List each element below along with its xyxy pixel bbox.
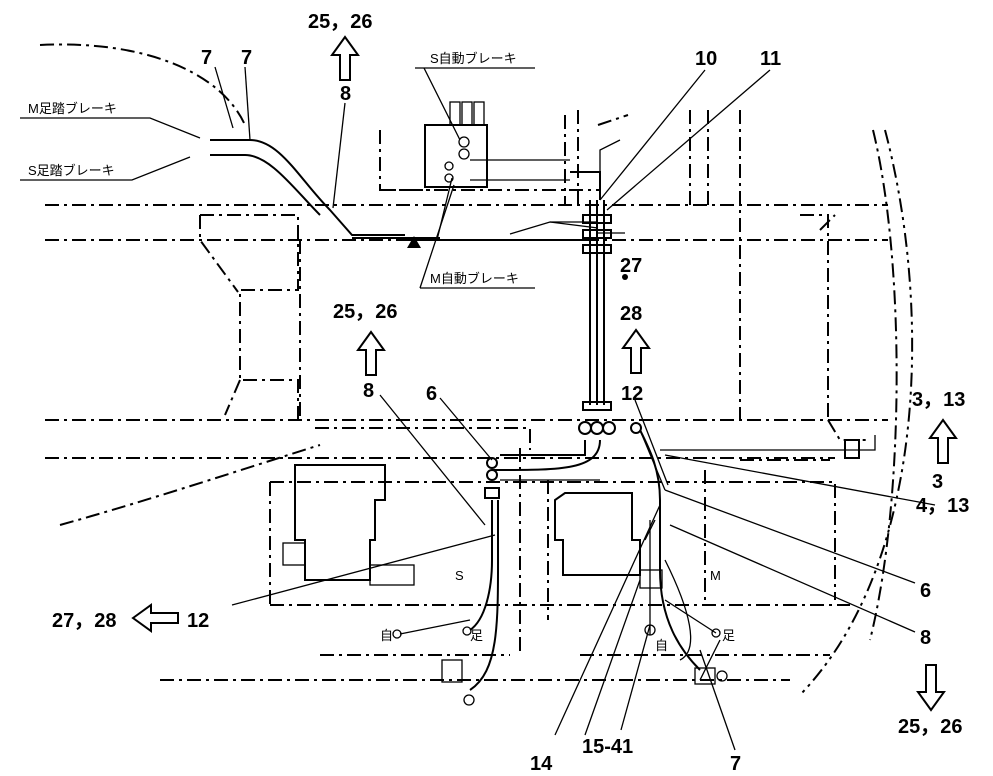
callout-bottom-15-41: 15‐41: [582, 736, 633, 758]
callout-left-7b: 7: [241, 47, 252, 69]
reference-dot: [622, 274, 628, 280]
callout-top-25-26: 25，26: [308, 11, 373, 33]
frame-outlines: [39, 43, 914, 696]
callout-right-3: 3: [932, 471, 943, 493]
label-unit-m: M: [710, 568, 721, 583]
callout-bottom-left-12: 12: [187, 610, 209, 632]
callout-bottom-14: 14: [530, 753, 553, 775]
m-brake-unit: [554, 492, 641, 576]
arrow-up-mid-left: [356, 330, 386, 376]
callout-bottom-25-26: 25，26: [898, 716, 963, 738]
callout-left-6: 6: [426, 383, 437, 405]
callout-left-8: 8: [363, 380, 374, 402]
s-auto-brake-valve: [424, 124, 488, 188]
arrow-up-top: [330, 35, 360, 81]
reference-mark: [407, 236, 421, 248]
callout-right-4-13: 4，13: [916, 495, 969, 517]
label-foot-s: 足: [470, 628, 483, 643]
callout-bottom-left-27-28: 27，28: [52, 610, 117, 632]
arrow-left: [131, 603, 179, 633]
leader-lines: [20, 66, 936, 751]
arrow-down-right: [916, 664, 946, 712]
label-s-auto-brake: S自動ブレーキ: [430, 51, 517, 66]
label-auto-m: 自: [655, 638, 668, 653]
callout-right-6: 6: [920, 580, 931, 602]
callout-11: 11: [760, 48, 781, 70]
callout-right-3-13: 3，13: [912, 389, 965, 411]
callout-28: 28: [620, 303, 642, 325]
callout-bottom-7: 7: [730, 753, 741, 775]
label-m-auto-brake: M自動ブレーキ: [430, 271, 519, 286]
arrow-up-mid: [621, 328, 651, 374]
callout-right-8: 8: [920, 627, 931, 649]
equipment-blocks: [282, 101, 860, 706]
callout-mid-25-26: 25，26: [333, 301, 398, 323]
callout-top-8: 8: [340, 83, 351, 105]
label-s-foot-brake: S足踏ブレーキ: [28, 163, 115, 178]
s-brake-unit: [294, 464, 386, 581]
arrow-up-right: [928, 418, 958, 464]
label-foot-m: 足: [722, 628, 735, 643]
callout-10: 10: [695, 48, 717, 70]
label-unit-s: S: [455, 568, 464, 583]
label-m-foot-brake: M足踏ブレーキ: [28, 101, 117, 116]
callout-left-7a: 7: [201, 47, 212, 69]
callout-center-12: 12: [621, 383, 643, 405]
label-auto-s: 自: [380, 628, 393, 643]
callout-27: 27: [620, 255, 642, 277]
brake-piping: [210, 139, 876, 691]
direction-arrows: [131, 35, 958, 712]
